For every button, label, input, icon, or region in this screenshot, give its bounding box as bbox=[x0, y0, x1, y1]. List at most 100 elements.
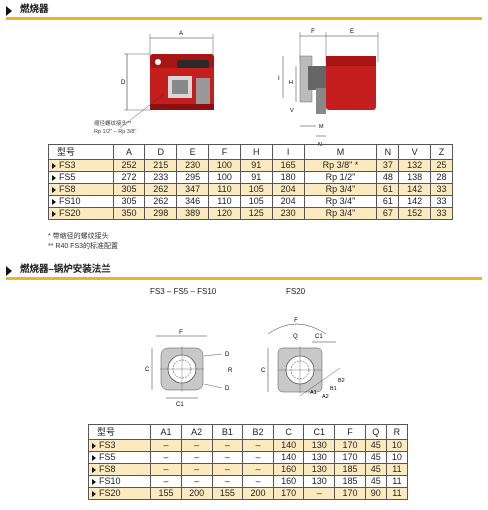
table-cell: – bbox=[211, 475, 244, 488]
column-header: N bbox=[376, 144, 400, 160]
dim-label-e: E bbox=[350, 29, 354, 35]
column-header: A1 bbox=[150, 424, 182, 440]
burner-side-view: E F I H M V N bbox=[278, 29, 379, 148]
model-name-cell: FS3 bbox=[48, 159, 114, 172]
table-cell: 138 bbox=[398, 171, 432, 184]
model-name-cell: FS8 bbox=[48, 183, 114, 196]
table-cell: 10 bbox=[385, 439, 409, 452]
table-cell: 120 bbox=[208, 207, 241, 220]
column-header: D bbox=[144, 144, 178, 160]
flange-drawing-fs20: F Q C C1 A1 A2 B1 B2 bbox=[261, 318, 345, 400]
model-name: FS8 bbox=[99, 464, 116, 474]
model-name: FS5 bbox=[99, 452, 116, 462]
table-cell: 132 bbox=[398, 159, 432, 172]
column-header: A2 bbox=[180, 424, 213, 440]
column-header: I bbox=[271, 144, 305, 160]
dim-label-a2: A2 bbox=[322, 394, 329, 400]
dim-label-r: R bbox=[228, 368, 233, 374]
table-cell: 130 bbox=[303, 475, 336, 488]
table-cell: 347 bbox=[176, 183, 210, 196]
table-cell: 230 bbox=[176, 159, 210, 172]
column-header: Q bbox=[364, 424, 387, 440]
table-cell: 45 bbox=[364, 475, 387, 488]
row-arrow-icon bbox=[92, 466, 96, 473]
table-cell: Rp 1/2" bbox=[303, 171, 378, 184]
table-cell: Rp 3/4" bbox=[303, 207, 378, 220]
dim-label-a: A bbox=[179, 31, 183, 37]
table-cell: 10 bbox=[385, 451, 409, 464]
model-name: FS10 bbox=[59, 196, 81, 206]
table-cell: – bbox=[150, 463, 182, 476]
table-cell: 155 bbox=[150, 487, 182, 500]
burner-dimension-drawing: A D 缩径螺纹接头** Rp 1/2" – Rp 3/8" E F I H bbox=[94, 29, 379, 148]
table-cell: 130 bbox=[303, 463, 336, 476]
model-name-cell: FS10 bbox=[87, 475, 152, 488]
model-name: FS3 bbox=[99, 440, 116, 450]
model-name-cell: FS20 bbox=[87, 487, 152, 500]
dim-label-m: M bbox=[319, 124, 324, 130]
dim-label-q: Q bbox=[293, 334, 298, 340]
column-header: B2 bbox=[242, 424, 274, 440]
dim-label-c: C bbox=[261, 368, 266, 374]
table-cell: – bbox=[180, 463, 213, 476]
dim-label-c1: C1 bbox=[315, 334, 323, 340]
table-cell: 90 bbox=[364, 487, 387, 500]
dim-label-a1: A1 bbox=[310, 390, 317, 396]
table-cell: – bbox=[211, 451, 244, 464]
column-header: B1 bbox=[211, 424, 244, 440]
dim-label-b2: B2 bbox=[338, 378, 345, 384]
table-cell: – bbox=[303, 487, 336, 500]
dim-label-d-bottom: D bbox=[225, 386, 230, 392]
table-cell: 11 bbox=[385, 487, 409, 500]
model-name: FS20 bbox=[59, 208, 81, 218]
table-cell: 305 bbox=[112, 195, 146, 208]
column-header: F bbox=[334, 424, 366, 440]
flange-drawings: F C C1 D R D F Q C C1 A1 A2 B1 B2 bbox=[145, 318, 345, 408]
table-cell: – bbox=[180, 451, 213, 464]
burner-front-view: A D bbox=[119, 31, 214, 129]
table-cell: 180 bbox=[271, 171, 305, 184]
flange-drawing-small: F C C1 D R D bbox=[145, 330, 233, 408]
section-underline bbox=[6, 277, 482, 280]
table-cell: 67 bbox=[376, 207, 400, 220]
table-cell: 262 bbox=[144, 183, 178, 196]
table-cell: 48 bbox=[376, 171, 400, 184]
table-cell: 37 bbox=[376, 159, 400, 172]
section-title: 燃烧器–锅炉安装法兰 bbox=[20, 264, 111, 275]
table-cell: 165 bbox=[271, 159, 305, 172]
table-cell: 298 bbox=[144, 207, 178, 220]
table-cell: Rp 3/8" * bbox=[303, 159, 378, 172]
flange-label-fs20: FS20 bbox=[286, 287, 306, 296]
table-cell: 200 bbox=[242, 487, 274, 500]
table-cell: – bbox=[150, 451, 182, 464]
section-arrow-icon bbox=[6, 6, 12, 16]
table-cell: 125 bbox=[239, 207, 273, 220]
row-arrow-icon bbox=[92, 454, 96, 461]
table-cell: 11 bbox=[385, 463, 409, 476]
table-cell: 130 bbox=[303, 451, 336, 464]
table-cell: 170 bbox=[334, 451, 366, 464]
section-arrow-icon bbox=[6, 266, 12, 276]
dim-label-c: C bbox=[145, 367, 150, 373]
table-cell: 61 bbox=[376, 183, 400, 196]
row-arrow-icon bbox=[92, 442, 96, 449]
table-cell: 110 bbox=[208, 195, 241, 208]
table-cell: 61 bbox=[376, 195, 400, 208]
table-cell: 140 bbox=[272, 451, 305, 464]
model-name: FS20 bbox=[99, 488, 121, 498]
table-cell: 105 bbox=[239, 183, 273, 196]
table-cell: 45 bbox=[364, 463, 387, 476]
model-name-cell: FS5 bbox=[87, 451, 152, 464]
row-arrow-icon bbox=[52, 210, 56, 217]
column-header: C bbox=[272, 424, 305, 440]
column-header-model: 型号 bbox=[48, 144, 114, 160]
table-cell: – bbox=[150, 475, 182, 488]
section-header-burner: 燃烧器 bbox=[6, 4, 482, 20]
dim-label-h: H bbox=[289, 80, 293, 86]
